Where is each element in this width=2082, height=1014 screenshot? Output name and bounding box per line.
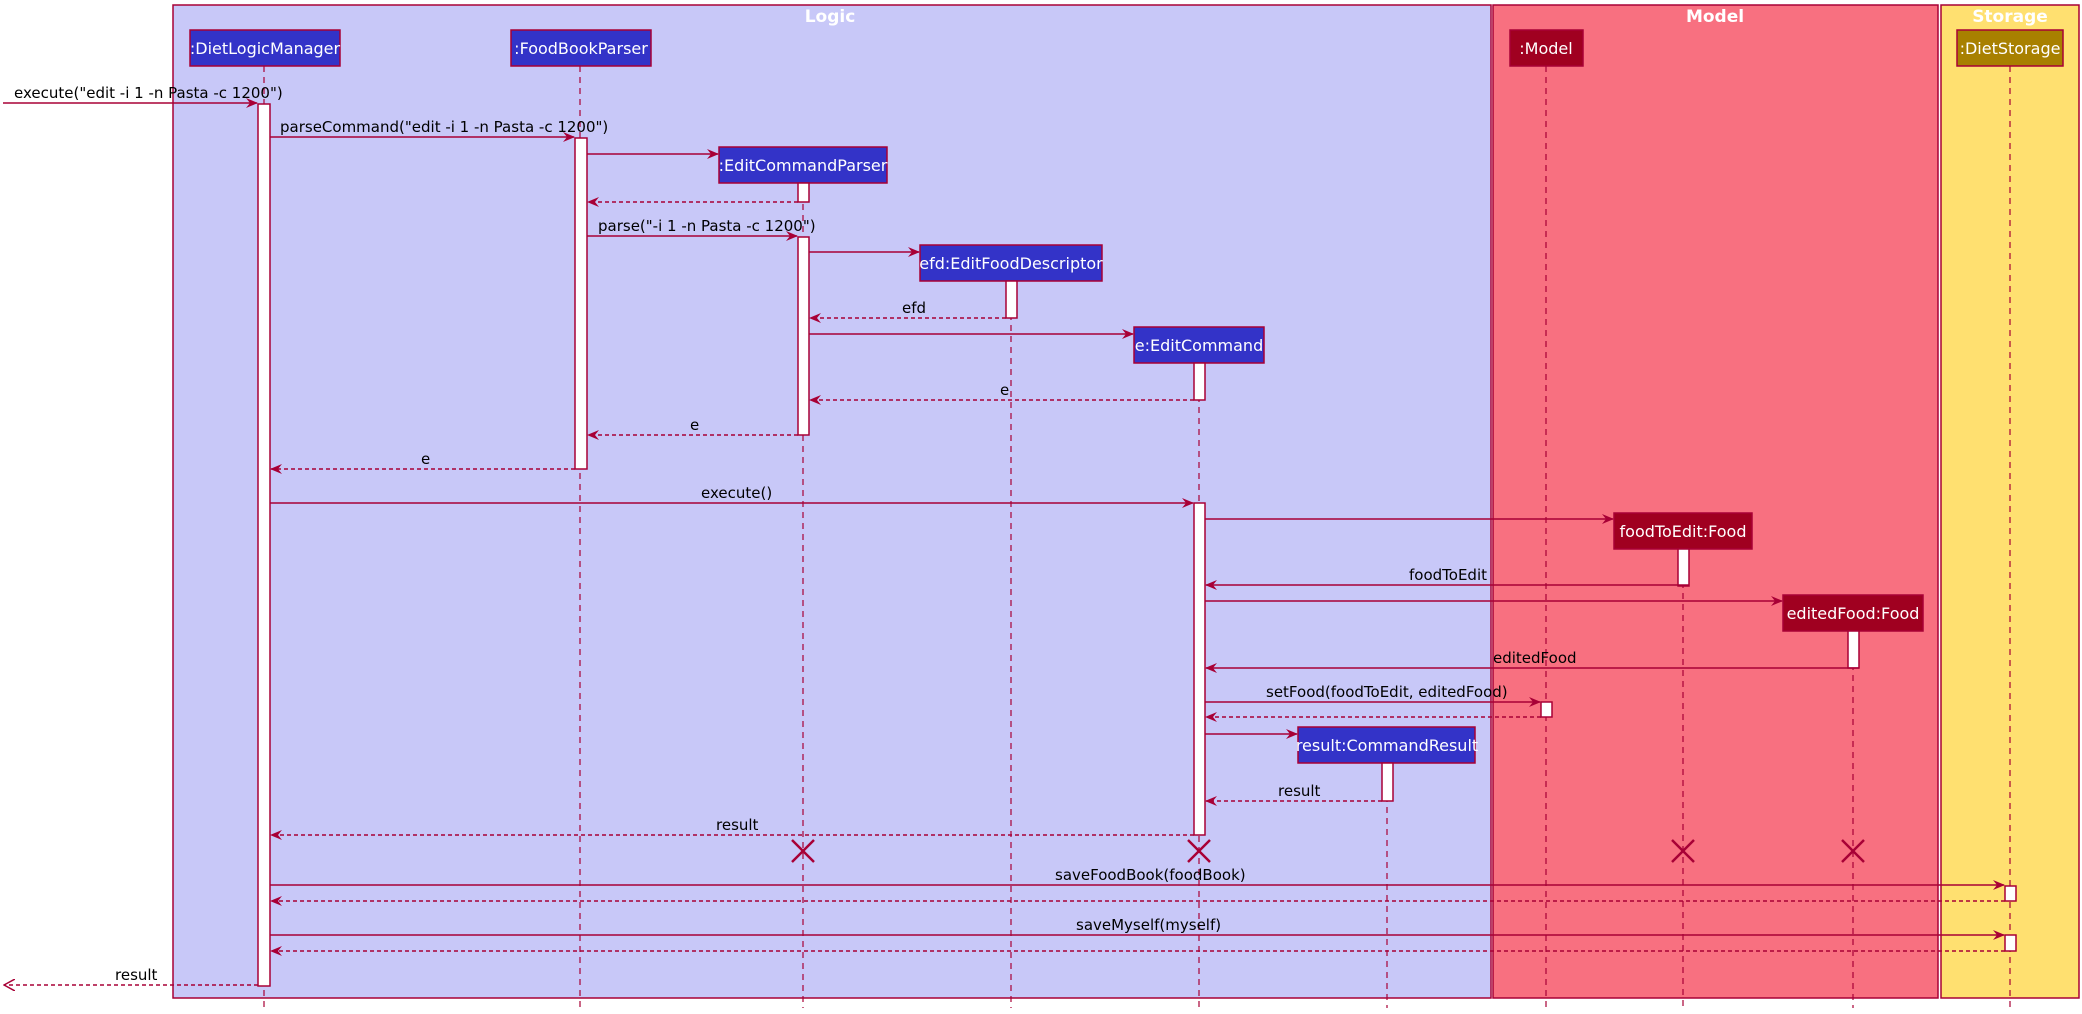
- activation-model: [1540, 701, 1553, 718]
- group-logic-title: Logic: [805, 7, 856, 27]
- destroy-edit-command-parser: [791, 839, 815, 863]
- label-save-myself: saveMyself(myself): [1076, 916, 1221, 934]
- activation-edit-food-descriptor: [1005, 280, 1018, 319]
- activation-diet-logic-manager: [257, 103, 271, 987]
- activation-command-result: [1381, 762, 1394, 802]
- activation-edit-command-1: [1193, 362, 1206, 401]
- participant-model: :Model: [1509, 29, 1584, 67]
- group-model-title: Model: [1686, 7, 1744, 27]
- participant-label: editedFood:Food: [1787, 604, 1920, 623]
- activation-bars: [257, 103, 2017, 987]
- label-return-result-final: result: [115, 966, 158, 984]
- message-labels: execute("edit -i 1 -n Pasta -c 1200") pa…: [14, 84, 1577, 984]
- destroy-edited-food: [1841, 839, 1865, 863]
- participant-edit-command-parser: :EditCommandParser: [718, 146, 888, 184]
- activation-food-book-parser: [574, 137, 588, 470]
- participant-label: :FoodBookParser: [514, 39, 648, 58]
- participant-label: :DietLogicManager: [190, 39, 341, 58]
- label-return-efd: efd: [902, 299, 926, 317]
- label-return-result1: result: [1278, 782, 1321, 800]
- call-arrows: [3, 98, 2005, 940]
- participant-edit-food-descriptor: efd:EditFoodDescriptor: [919, 244, 1103, 282]
- activation-food-to-edit: [1677, 548, 1690, 587]
- group-storage-title: Storage: [1972, 7, 2048, 27]
- label-parse: parse("-i 1 -n Pasta -c 1200"): [598, 217, 816, 235]
- destroy-markers: [791, 839, 1865, 863]
- label-return-edited-food: editedFood: [1493, 649, 1577, 667]
- participant-food-to-edit: foodToEdit:Food: [1613, 512, 1753, 550]
- participant-label: :Model: [1519, 39, 1572, 58]
- activation-edit-command-parser-1: [797, 182, 810, 203]
- label-execute-cmd: execute(): [701, 484, 772, 502]
- participant-diet-logic-manager: :DietLogicManager: [189, 29, 341, 67]
- group-model: Model: [1492, 4, 1939, 999]
- participant-label: efd:EditFoodDescriptor: [919, 254, 1103, 273]
- destroy-food-to-edit: [1671, 839, 1695, 863]
- destroy-edit-command: [1187, 839, 1211, 863]
- label-parse-command: parseCommand("edit -i 1 -n Pasta -c 1200…: [280, 118, 608, 136]
- participant-label: foodToEdit:Food: [1620, 522, 1747, 541]
- participant-edited-food: editedFood:Food: [1782, 594, 1924, 632]
- label-return-e2: e: [690, 416, 699, 434]
- activation-edit-command-2: [1193, 502, 1206, 836]
- participant-food-book-parser: :FoodBookParser: [510, 29, 652, 67]
- participant-label: :DietStorage: [1960, 39, 2061, 58]
- activation-edited-food: [1847, 630, 1860, 669]
- participant-label: e:EditCommand: [1135, 336, 1263, 355]
- return-arrows: [4, 197, 2005, 985]
- label-save-food-book: saveFoodBook(foodBook): [1055, 866, 1246, 884]
- participant-diet-storage: :DietStorage: [1956, 29, 2064, 67]
- label-return-food-to-edit: foodToEdit: [1409, 566, 1487, 584]
- participant-edit-command: e:EditCommand: [1133, 326, 1265, 364]
- participant-label: :EditCommandParser: [719, 156, 888, 175]
- activation-edit-command-parser-2: [797, 236, 810, 436]
- label-return-e1: e: [1000, 381, 1009, 399]
- label-set-food: setFood(foodToEdit, editedFood): [1266, 683, 1508, 701]
- participant-command-result: result:CommandResult: [1296, 726, 1478, 764]
- label-return-e3: e: [421, 450, 430, 468]
- label-execute-call: execute("edit -i 1 -n Pasta -c 1200"): [14, 84, 283, 102]
- label-return-result2: result: [716, 816, 759, 834]
- participant-label: result:CommandResult: [1296, 736, 1478, 755]
- activation-diet-storage-2: [2004, 934, 2017, 952]
- activation-diet-storage-1: [2004, 885, 2017, 902]
